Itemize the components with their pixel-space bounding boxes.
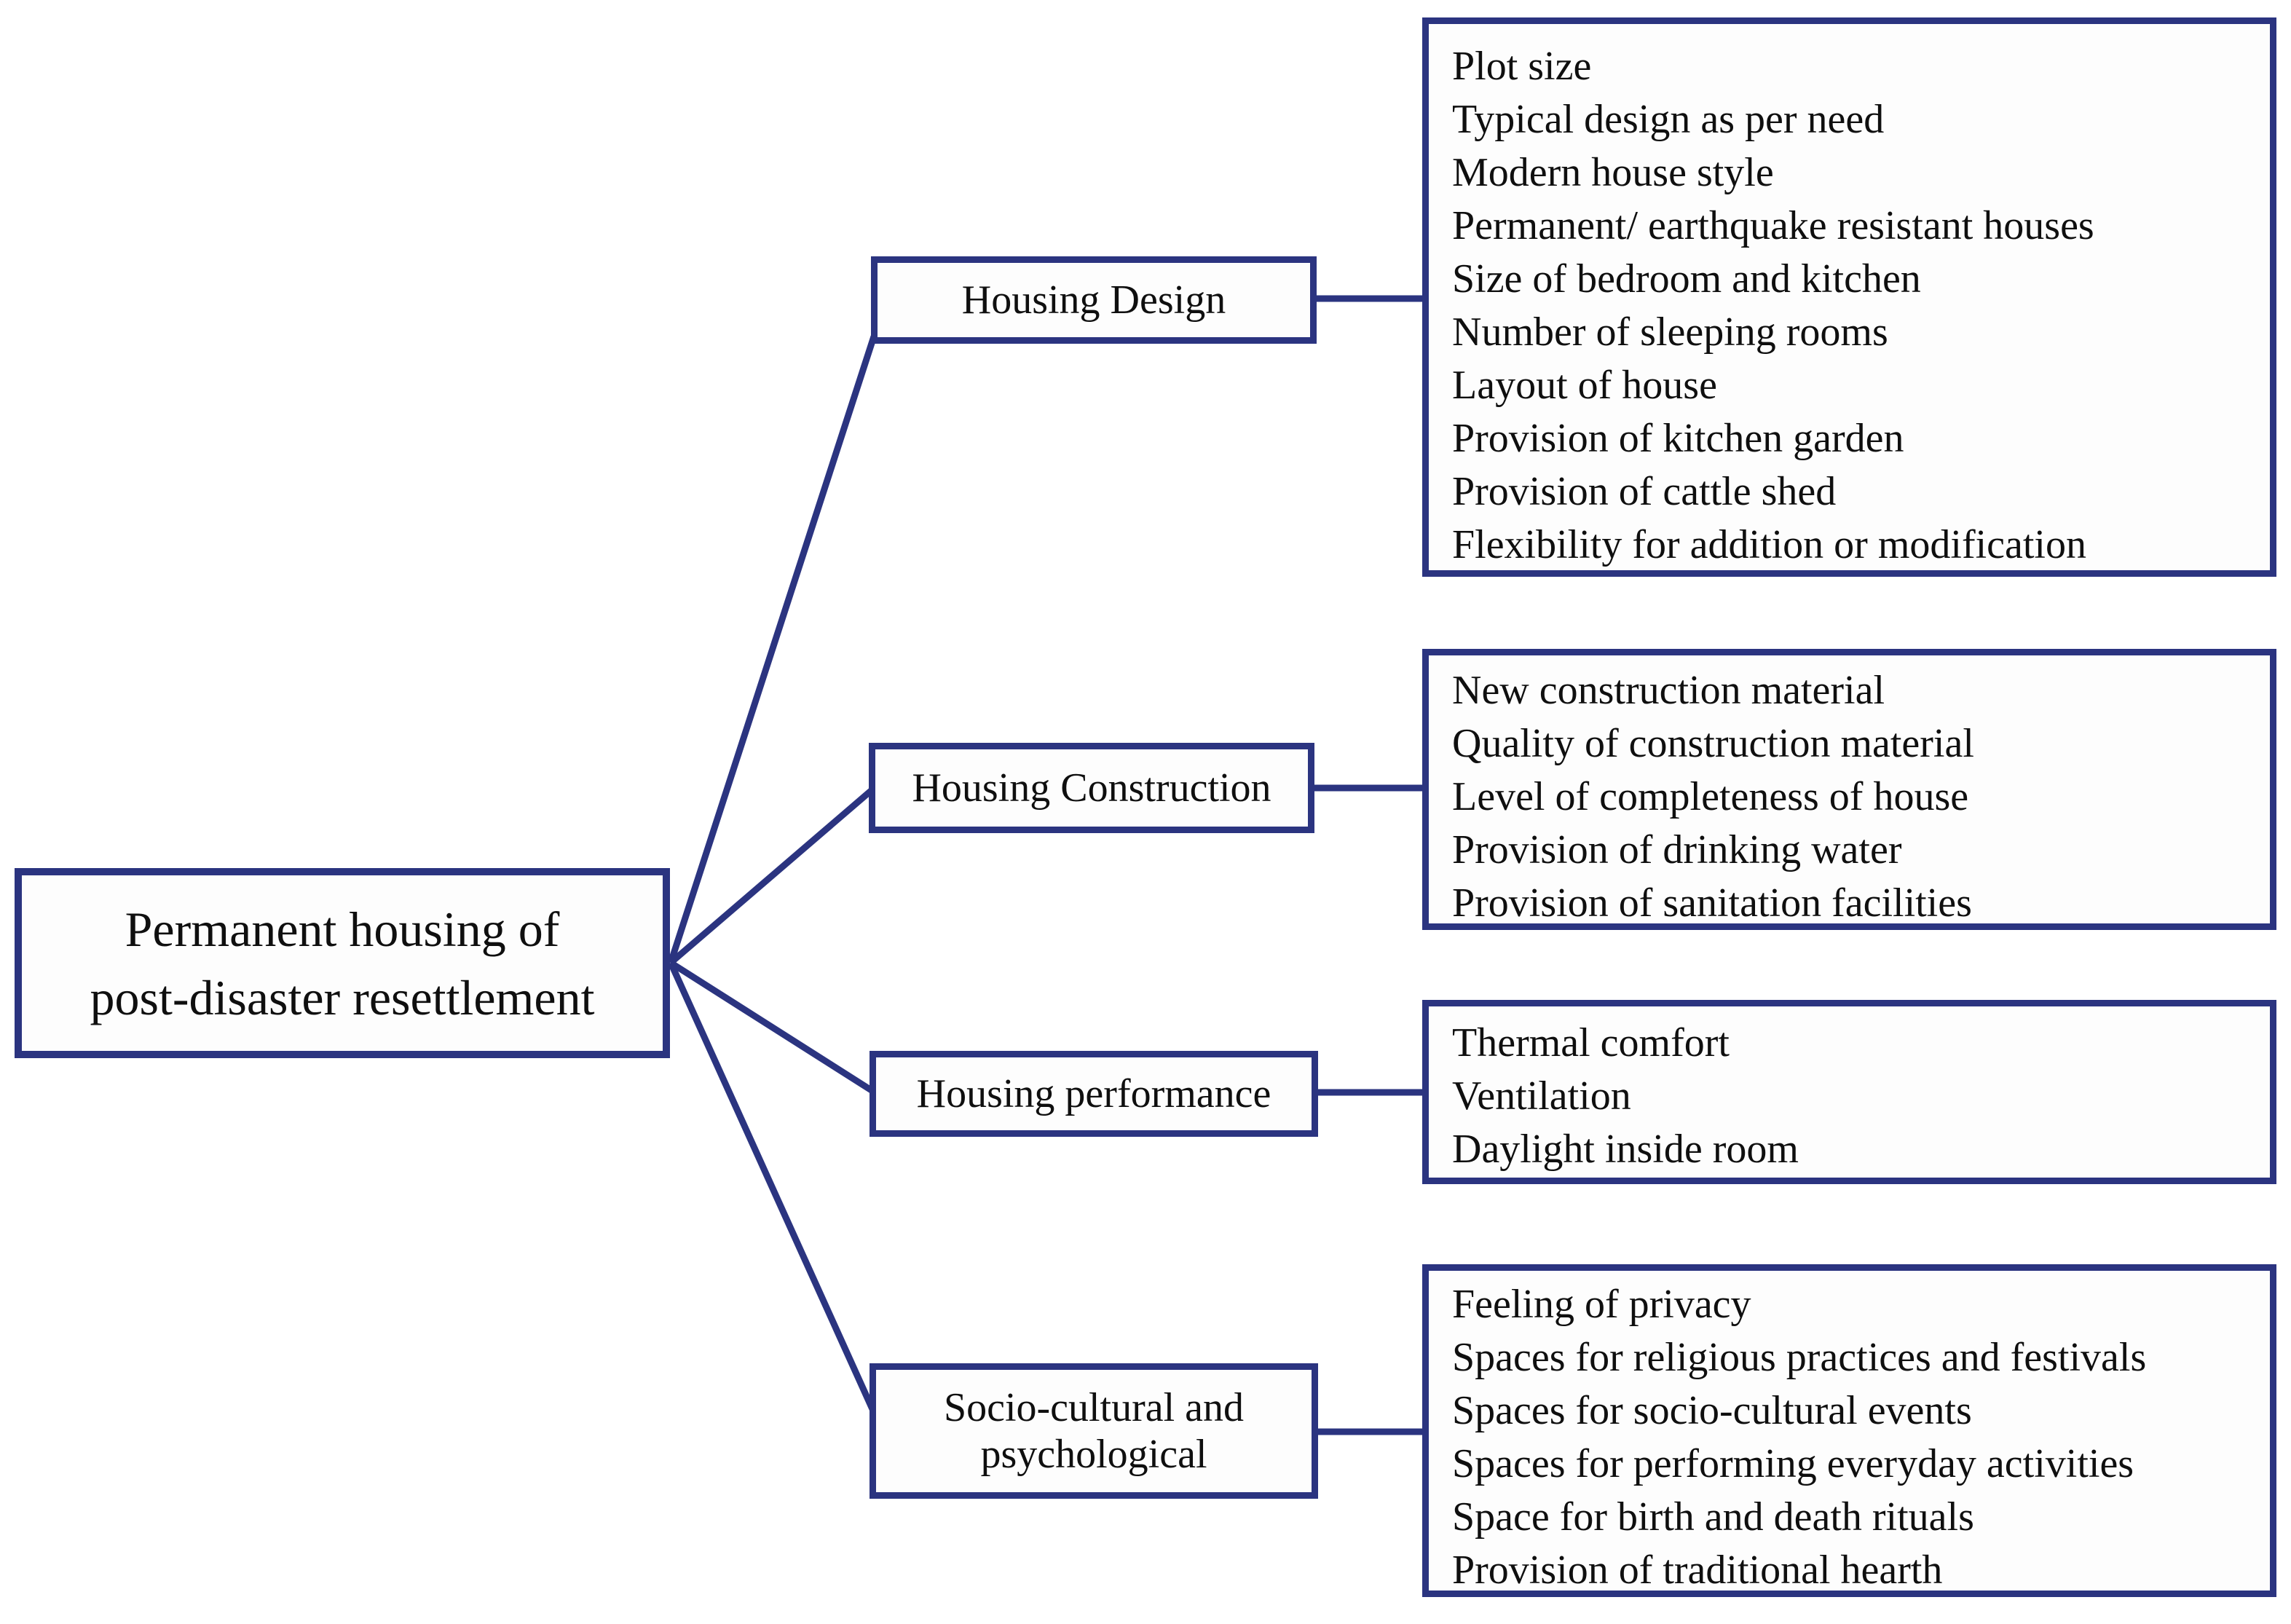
items-box-socio-cultural: Feeling of privacy Spaces for religious … <box>1422 1264 2276 1597</box>
branch-label: Socio-cultural and <box>943 1385 1245 1430</box>
item-text: Provision of traditional hearth <box>1452 1548 1943 1593</box>
connector-root-to-socio-cultural <box>667 961 876 1411</box>
root-label-line: post-disaster resettlement <box>90 969 595 1025</box>
item-text: Layout of house <box>1452 363 1717 408</box>
branch-node-socio-cultural: Socio-cultural and psychological <box>870 1363 1318 1499</box>
branch-label: Housing Design <box>961 277 1226 323</box>
item-text: Ventilation <box>1452 1073 1631 1119</box>
items-box-housing-performance: Thermal comfort Ventilation Daylight ins… <box>1422 1000 2276 1184</box>
item-text: Spaces for socio-cultural events <box>1452 1388 1972 1433</box>
item-text: Size of bedroom and kitchen <box>1452 256 1921 301</box>
item-text: Flexibility for addition or modification <box>1452 522 2086 567</box>
root-label-line: Permanent housing of <box>125 901 560 957</box>
branch-label: Housing Construction <box>912 765 1271 811</box>
item-text: Provision of sanitation facilities <box>1452 880 1972 926</box>
item-text: Quality of construction material <box>1452 721 1974 766</box>
branch-label: Housing performance <box>916 1071 1271 1116</box>
item-text: Feeling of privacy <box>1452 1282 1751 1327</box>
connector-root-to-housing-performance <box>669 960 875 1094</box>
item-text: Typical design as per need <box>1452 97 1885 142</box>
item-text: Modern house style <box>1452 150 1774 195</box>
branch-node-housing-performance: Housing performance <box>870 1051 1318 1137</box>
branch-node-housing-design: Housing Design <box>871 256 1317 344</box>
item-text: Provision of drinking water <box>1452 827 1902 872</box>
connector-root-to-housing-design <box>667 335 878 964</box>
item-text: Permanent/ earthquake resistant houses <box>1452 203 2094 248</box>
item-text: Number of sleeping rooms <box>1452 310 1888 355</box>
item-text: Level of completeness of house <box>1452 774 1969 819</box>
item-text: Plot size <box>1452 44 1592 89</box>
item-text: Provision of kitchen garden <box>1452 416 1904 461</box>
item-text: Spaces for performing everyday activitie… <box>1452 1441 2134 1486</box>
item-text: Daylight inside room <box>1452 1127 1799 1172</box>
item-text: Provision of cattle shed <box>1452 469 1837 514</box>
item-text: Thermal comfort <box>1452 1020 1730 1065</box>
items-box-housing-construction: New construction material Quality of con… <box>1422 649 2276 930</box>
item-text: Space for birth and death rituals <box>1452 1494 1974 1540</box>
branch-label: psychological <box>980 1432 1207 1477</box>
item-text: Spaces for religious practices and festi… <box>1452 1335 2147 1380</box>
root-node: Permanent housing of post-disaster reset… <box>15 868 670 1058</box>
branch-node-housing-construction: Housing Construction <box>869 743 1314 833</box>
connector-root-to-housing-construction <box>669 787 874 966</box>
item-text: New construction material <box>1452 668 1885 713</box>
items-box-housing-design: Plot size Typical design as per need Mod… <box>1422 17 2276 577</box>
